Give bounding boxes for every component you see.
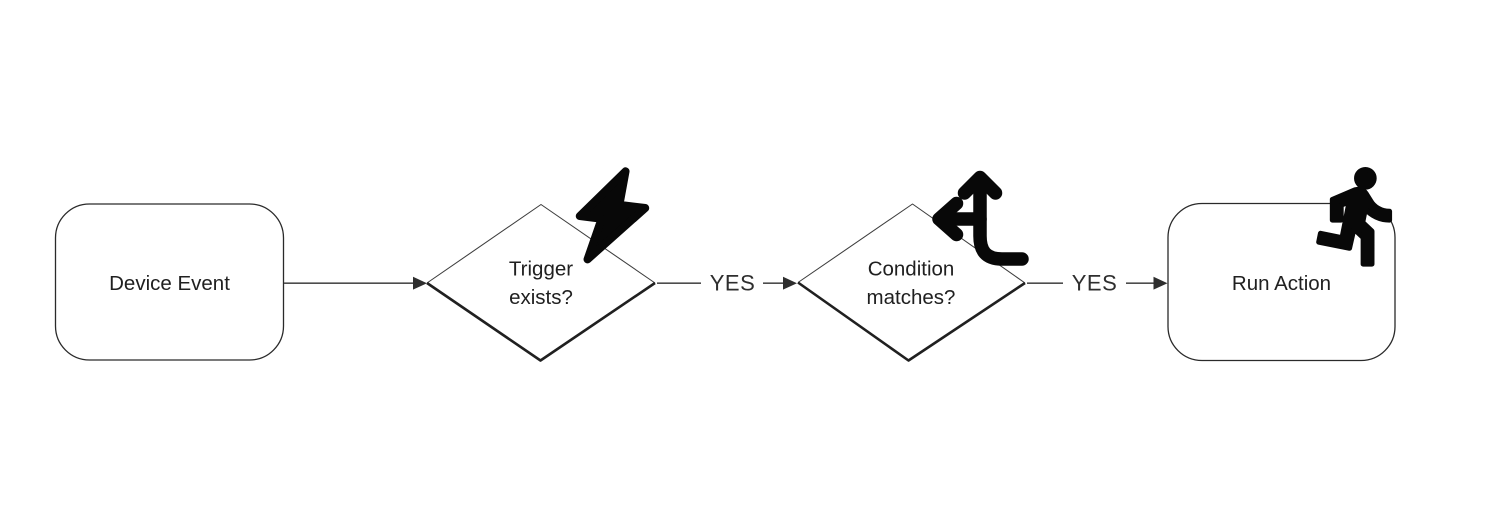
arrowhead-icon <box>783 276 797 290</box>
edge-label-yes-1: YES <box>710 270 756 295</box>
node-device-event: Device Event <box>54 203 285 361</box>
connector-condition-to-run: YES <box>1027 270 1168 295</box>
device-event-box <box>54 203 285 361</box>
arrowhead-icon <box>413 276 427 290</box>
condition-matches-label-line2: matches? <box>867 286 956 309</box>
edge-label-yes-2: YES <box>1072 270 1118 295</box>
condition-diamond-bottom-edges <box>797 281 1026 362</box>
connector-trigger-to-condition: YES <box>657 270 797 295</box>
device-event-label: Device Event <box>109 272 230 295</box>
node-run-action: Run Action <box>1167 166 1396 362</box>
condition-matches-label-line1: Condition <box>868 257 955 280</box>
arrowhead-icon <box>1153 276 1168 290</box>
trigger-exists-label-line1: Trigger <box>509 257 573 280</box>
node-trigger-exists: Trigger exists? <box>426 167 656 362</box>
trigger-exists-label-line2: exists? <box>509 286 573 309</box>
split-directions-icon <box>932 170 1029 266</box>
node-condition-matches: Condition matches? <box>797 170 1029 362</box>
run-action-label: Run Action <box>1232 272 1331 295</box>
trigger-diamond-bottom-edges <box>426 281 656 362</box>
running-person-icon <box>1316 166 1393 267</box>
lightning-bolt-icon <box>575 167 650 264</box>
connector-device-to-trigger <box>284 276 427 290</box>
trigger-diamond-top-edges <box>426 203 656 284</box>
